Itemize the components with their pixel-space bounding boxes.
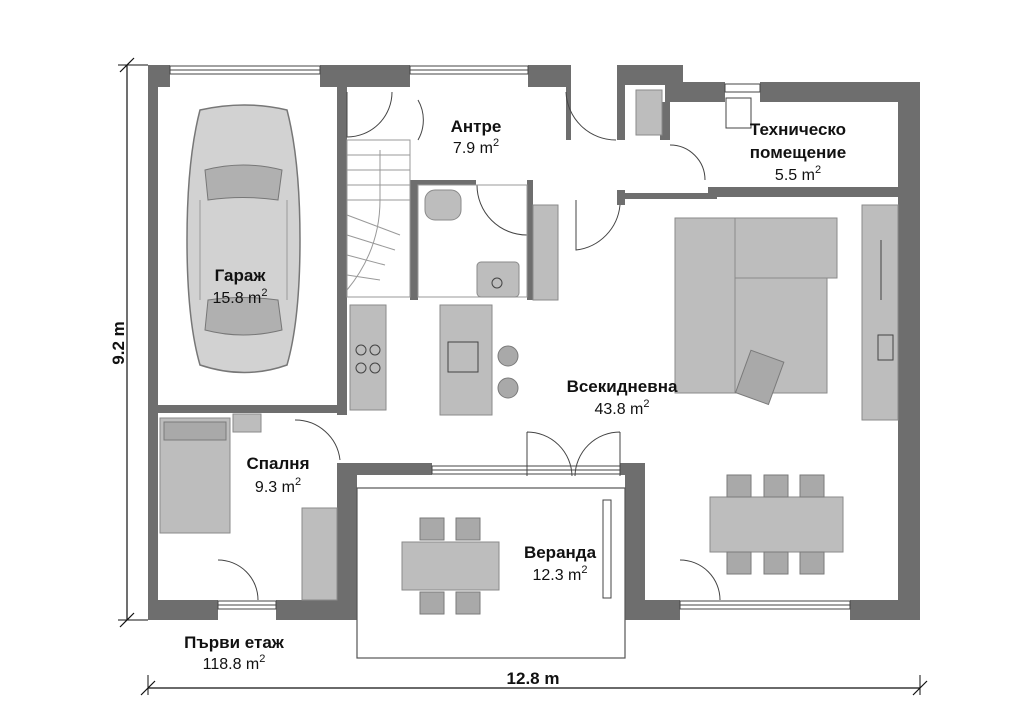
veranda-table [401, 541, 500, 591]
room-name-technical-2: помещение [750, 143, 846, 162]
bar-stool [497, 377, 519, 399]
kitchen [349, 204, 559, 416]
room-name-living: Всекидневна [567, 377, 678, 396]
kitchen-island [439, 304, 493, 416]
floor-area: 118.8 m2 [203, 653, 266, 673]
room-area-living: 43.8 m2 [594, 398, 649, 418]
bedroom-furniture [159, 413, 338, 601]
room-name-veranda: Веранда [524, 543, 597, 562]
fridge-cabinet [532, 204, 559, 301]
room-name-garage: Гараж [215, 266, 267, 285]
sofa-chaise [674, 217, 736, 394]
dimension-width [140, 675, 928, 696]
walls [148, 65, 920, 620]
wardrobe [301, 507, 338, 601]
room-name-entrance: Антре [451, 117, 502, 136]
room-area-entrance: 7.9 m2 [453, 137, 499, 157]
toilet-icon [424, 189, 462, 221]
technical-furniture [635, 89, 752, 136]
room-name-technical-1: Техническо [750, 120, 846, 139]
room-area-bedroom: 9.3 m2 [255, 476, 301, 496]
tv-unit [861, 204, 899, 421]
floor-name: Първи етаж [184, 633, 285, 652]
room-name-bedroom: Спалня [247, 454, 310, 473]
dining-table [709, 496, 844, 553]
room-area-garage: 15.8 m2 [212, 287, 267, 307]
veranda [356, 487, 626, 659]
armchair [734, 349, 785, 406]
room-area-veranda: 12.3 m2 [532, 564, 587, 584]
dimension-height-label: 9.2 m [109, 321, 128, 364]
nightstand [232, 413, 262, 433]
dimension-height [118, 57, 148, 628]
doors [217, 91, 721, 601]
sink-icon [476, 261, 520, 298]
kitchen-counter [349, 304, 387, 411]
windows [169, 65, 851, 610]
dimension-width-label: 12.8 m [507, 669, 560, 688]
car-icon [186, 104, 301, 374]
bar-stool [497, 345, 519, 367]
room-area-technical: 5.5 m2 [775, 164, 821, 184]
living-furniture [674, 204, 899, 575]
staircase [346, 139, 411, 298]
bathroom [417, 184, 528, 298]
